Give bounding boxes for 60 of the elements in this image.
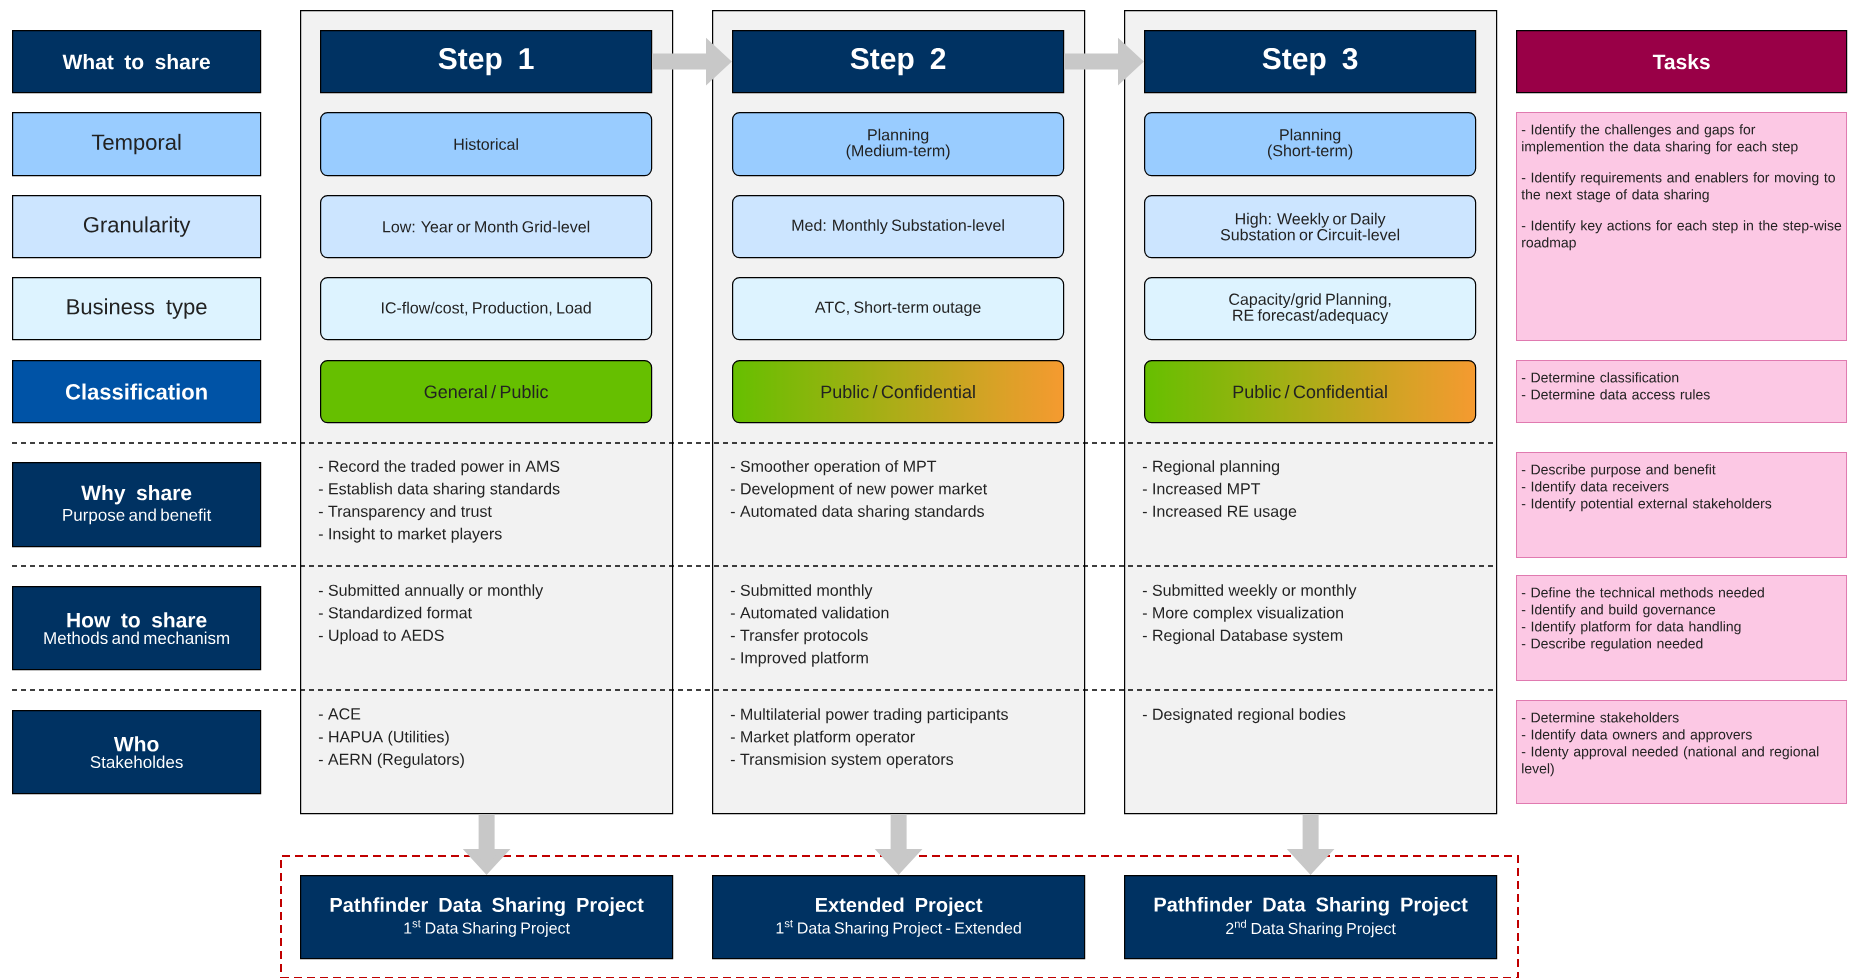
row-label-box: How to share Methods and mechanism [12, 586, 262, 671]
task-box: - Determine stakeholders - Identify data owners and approvers - Identy approval needed (national and regional level) [1516, 700, 1847, 804]
row-label-box: Business type [12, 277, 262, 341]
bullet-text: - Automated data sharing standards [730, 505, 984, 521]
bullet-text: - Improved platform [730, 651, 868, 667]
bullet-text: - Development of new power market [730, 482, 988, 498]
bullet-text: - Transfer protocols [730, 629, 868, 645]
row-label-box: Who Stakeholdes [12, 710, 262, 795]
rounded-box: Planning (Short-term) [1144, 112, 1477, 177]
bullet-text: - Transmision system operators [730, 753, 954, 769]
task-box: - Define the technical methods needed - Identify and build governance - Identify platform for data handling - Describe regulation needed [1516, 575, 1847, 681]
bullet-text: - HAPUA (Utilities) [318, 730, 449, 746]
rounded-box: Public / Confidential [1144, 360, 1477, 424]
rounded-box: ATC, Short-term outage [732, 277, 1065, 341]
bullet-text: - Upload to AEDS [318, 629, 444, 645]
rounded-box: Public / Confidential [732, 360, 1065, 424]
bullet-text: - Increased MPT [1142, 482, 1261, 495]
rounded-box: IC-flow/cost, Production, Load [320, 277, 653, 341]
rounded-box: Med: Monthly Substation-level [732, 195, 1065, 259]
bullet-text: - Submitted weekly or monthly [1142, 584, 1357, 600]
bullet-text: - Multilaterial power trading participants [730, 708, 1008, 724]
task-box: - Identify the challenges and gaps for implemention the data sharing for each step - Identify requirements and enablers for moving to the next stage of data sharing - Identify key actions for each step in the step-wise roadmap [1516, 112, 1847, 341]
bullet-text: - Standardized format [318, 606, 472, 619]
row-label-box: What to share [12, 30, 262, 94]
row-label-box: Granularity [12, 195, 262, 259]
bullet-text: - Submitted monthly [730, 584, 873, 600]
bullet-text: - Increased RE usage [1142, 505, 1297, 521]
bullet-text: - Transparency and trust [318, 505, 492, 521]
row-label-box: Temporal [12, 112, 262, 177]
bullet-text: - Establish data sharing standards [318, 482, 560, 498]
tasks-header: Tasks [1516, 30, 1848, 94]
bullet-text: - Designated regional bodies [1142, 708, 1346, 724]
step-header: Step 1 [320, 30, 653, 94]
task-box: - Describe purpose and benefit - Identify data receivers - Identify potential external stakeholders [1516, 452, 1847, 558]
project-box: Pathfinder Data Sharing Project 1$^{st}$ Data Sharing Project [300, 875, 674, 960]
rounded-box: Historical [320, 112, 653, 177]
bullet-text: - Regional Database system [1142, 629, 1343, 645]
step-header: Step 2 [732, 30, 1065, 94]
step-header: Step 3 [1144, 30, 1477, 94]
bullet-text: - ACE [318, 708, 361, 720]
dashed-frame [280, 855, 1519, 978]
rounded-box: Low: Year or Month Grid-level [320, 195, 653, 259]
rounded-box: Capacity/grid Planning, RE forecast/adequacy [1144, 277, 1477, 341]
task-box: - Determine classification - Determine data access rules [1516, 360, 1847, 423]
row-label-box: Classification [12, 360, 262, 424]
project-box: Extended Project 1$^{st}$ Data Sharing Project - Extended [712, 875, 1086, 960]
bullet-text: - Smoother operation of MPT [730, 460, 937, 476]
bullet-text: - AERN (Regulators) [318, 753, 464, 769]
rounded-box: General / Public [320, 360, 653, 424]
row-label-box: Why share Purpose and benefit [12, 462, 262, 548]
bullet-text: - Record the traded power in AMS [318, 460, 560, 476]
bullet-text: - Market platform operator [730, 730, 915, 746]
bullet-text: - Regional planning [1142, 460, 1279, 476]
bullet-text: - More complex visualization [1142, 606, 1343, 622]
bullet-text: - Submitted annually or monthly [318, 584, 544, 600]
bullet-text: - Automated validation [730, 606, 889, 619]
rounded-box: High: Weekly or Daily Substation or Circuit-level [1144, 195, 1477, 259]
bullet-text: - Insight to market players [318, 527, 502, 543]
rounded-box: Planning (Medium-term) [732, 112, 1065, 177]
project-box: Pathfinder Data Sharing Project 2$^{nd}$ Data Sharing Project [1124, 875, 1498, 960]
